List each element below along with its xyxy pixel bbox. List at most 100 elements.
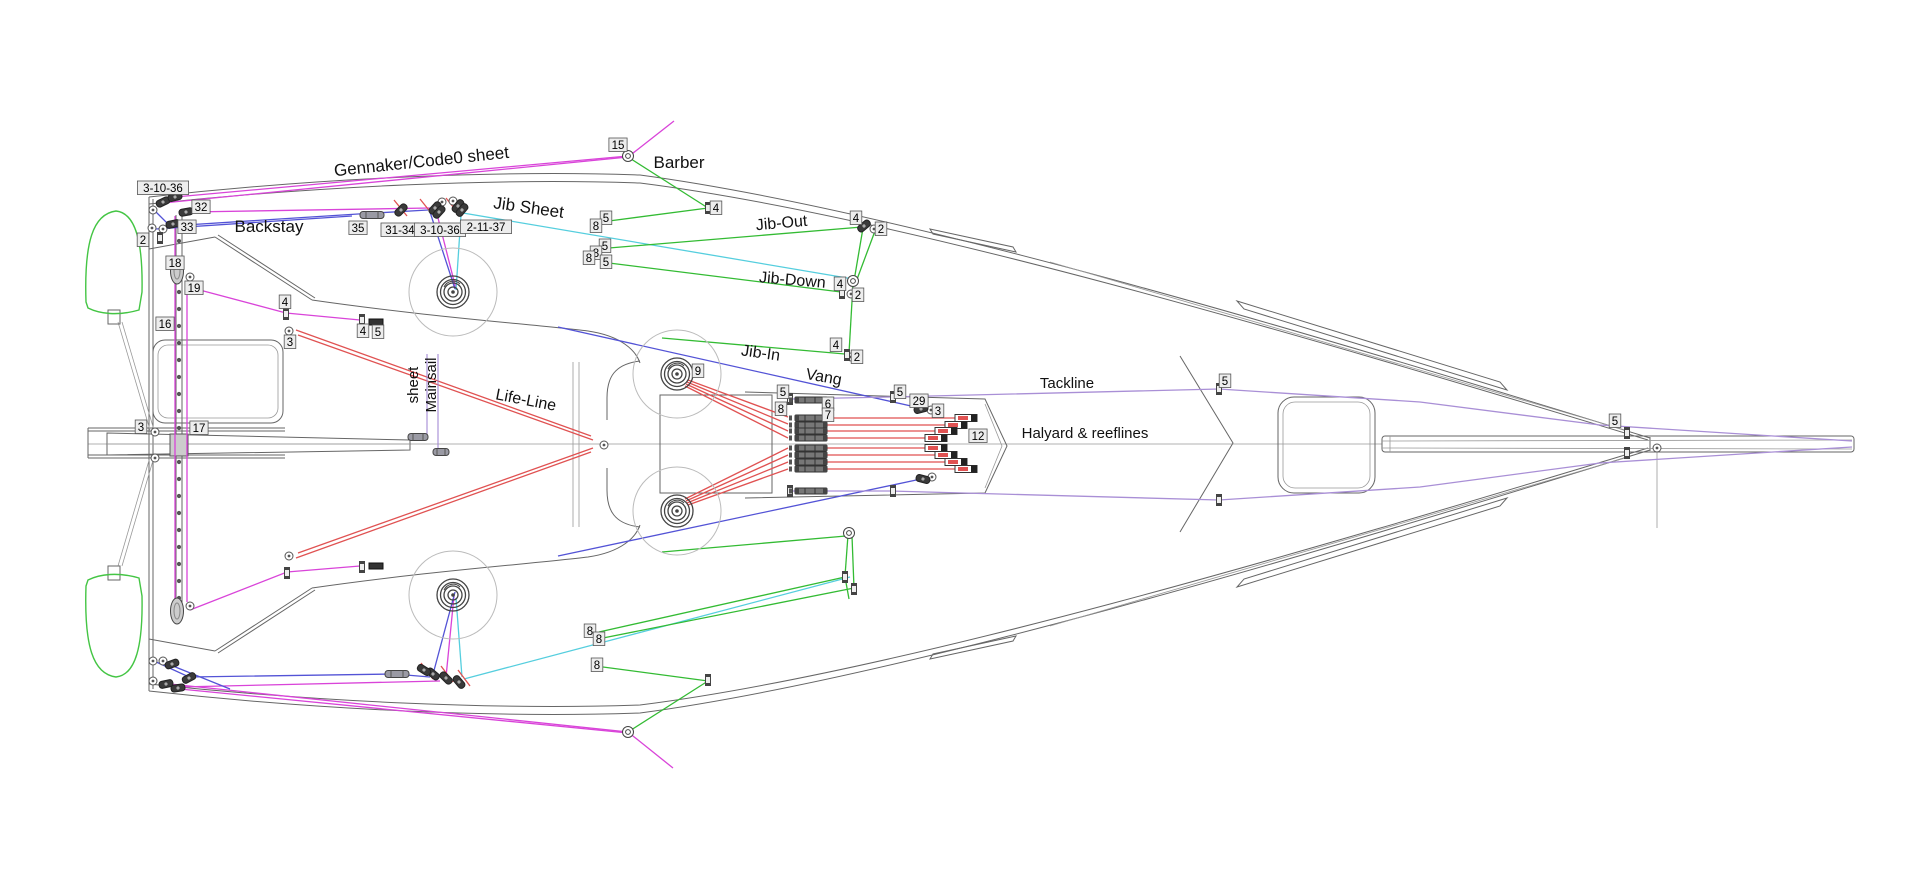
id-tag: 4 [709, 200, 723, 215]
rigging-line-green [855, 230, 876, 283]
small-fitting [705, 202, 711, 214]
ring-fitting [147, 223, 157, 233]
fore-hatch [1277, 396, 1376, 494]
id-tag: 16 [155, 316, 175, 331]
ring-fitting [148, 656, 158, 666]
rigging-line-magenta [445, 595, 455, 678]
rope-label: Jib Sheet [492, 193, 565, 222]
svg-text:32: 32 [195, 202, 208, 214]
traveller-hole [176, 544, 182, 550]
svg-text:4: 4 [853, 213, 860, 225]
traveller-hole [176, 238, 182, 244]
rigging-line-magenta [189, 565, 361, 611]
rigging-line-red [295, 329, 592, 437]
id-tag: 32 [191, 199, 211, 214]
ring-fitting [158, 224, 168, 234]
rigging-line-green [851, 535, 855, 589]
rope-clutch-bank [789, 434, 828, 442]
rigging-line-green [602, 666, 709, 682]
halyard-end-jammer [924, 444, 948, 452]
rope-clutch-bank [789, 421, 828, 429]
svg-text:35: 35 [352, 223, 365, 235]
id-tag: 9 [691, 363, 705, 378]
traveller-hole [176, 425, 182, 431]
cylinder-fitting [407, 433, 429, 441]
svg-text:8: 8 [587, 626, 593, 638]
svg-text:31-34: 31-34 [385, 225, 415, 237]
svg-text:4: 4 [713, 203, 720, 215]
svg-text:4: 4 [837, 279, 844, 291]
rope-clutch-bank [789, 444, 828, 452]
block-fitting [439, 671, 453, 685]
id-tag: 5 [599, 254, 613, 269]
svg-text:3-10-36: 3-10-36 [143, 183, 183, 195]
id-tag: 2 [851, 287, 865, 302]
rigging-line-red [687, 468, 789, 506]
rigging-line-blue [557, 478, 922, 557]
ring-fitting [599, 440, 609, 450]
halyard-end-jammer [934, 427, 958, 435]
ring-fitting [185, 272, 195, 282]
svg-text:15: 15 [612, 140, 625, 152]
id-tag: 2-11-37 [459, 219, 512, 234]
id-tag: 18 [165, 255, 185, 270]
svg-text:5: 5 [375, 327, 381, 339]
id-tag: 17 [189, 420, 209, 435]
traveller-hole [176, 374, 182, 380]
svg-text:6: 6 [825, 399, 831, 411]
id-tag: 3 [931, 403, 945, 418]
small-fitting [283, 308, 289, 320]
block-fitting [164, 658, 180, 670]
id-tag: 3 [283, 334, 297, 349]
id-tag: 8 [583, 623, 597, 638]
rigging-line-red [687, 379, 789, 418]
id-tag: 7 [821, 407, 835, 422]
traveller-hole [176, 476, 182, 482]
rigging-line-magenta [179, 688, 629, 734]
svg-text:4: 4 [833, 340, 840, 352]
winch [408, 247, 498, 337]
ring-fitting [150, 453, 160, 463]
rigging-line-red [684, 447, 789, 500]
id-tag: 5 [776, 384, 790, 399]
svg-text:17: 17 [193, 423, 206, 435]
rope-label: Life-Line [494, 386, 558, 414]
svg-text:33: 33 [181, 222, 194, 234]
traveller-hole [176, 289, 182, 295]
id-tag: 8 [582, 250, 596, 265]
svg-text:3: 3 [287, 337, 293, 349]
id-tag: 5 [599, 210, 613, 225]
rope-label: Mainsail [423, 357, 440, 412]
block-fitting [394, 203, 408, 217]
svg-text:12: 12 [972, 431, 985, 443]
ring-fitting [150, 427, 160, 437]
svg-text:5: 5 [1612, 416, 1618, 428]
svg-text:9: 9 [695, 366, 701, 378]
id-tag: 29 [909, 393, 929, 408]
id-tag: 5 [893, 384, 907, 399]
traveller-hole [176, 357, 182, 363]
rope-clutch-bank [789, 414, 828, 422]
hull-outline [148, 173, 1651, 715]
rope-label: sheet [405, 366, 422, 404]
svg-text:5: 5 [603, 213, 609, 225]
traveller-hole [176, 306, 182, 312]
cylinder-fitting [432, 448, 450, 456]
svg-text:16: 16 [159, 319, 172, 331]
id-tag: 3 [134, 419, 148, 434]
block-fitting [170, 683, 186, 693]
rigging-line-green [598, 576, 846, 633]
rigging-line-green [627, 680, 709, 733]
rope-clutch-bank [789, 396, 828, 404]
id-tag: 35 [348, 220, 368, 235]
bowsprit [1381, 435, 1855, 528]
halyard-end-jammer [944, 458, 968, 466]
small-fitting [157, 232, 163, 244]
id-tag: 4 [356, 323, 370, 338]
rudder-blades [85, 210, 143, 678]
rope-label: Vang [804, 366, 843, 389]
rigging-line-green [661, 337, 846, 355]
svg-text:3-10-36: 3-10-36 [420, 225, 460, 237]
rigging-line-red [297, 447, 594, 554]
rigging-lines [153, 120, 1853, 769]
